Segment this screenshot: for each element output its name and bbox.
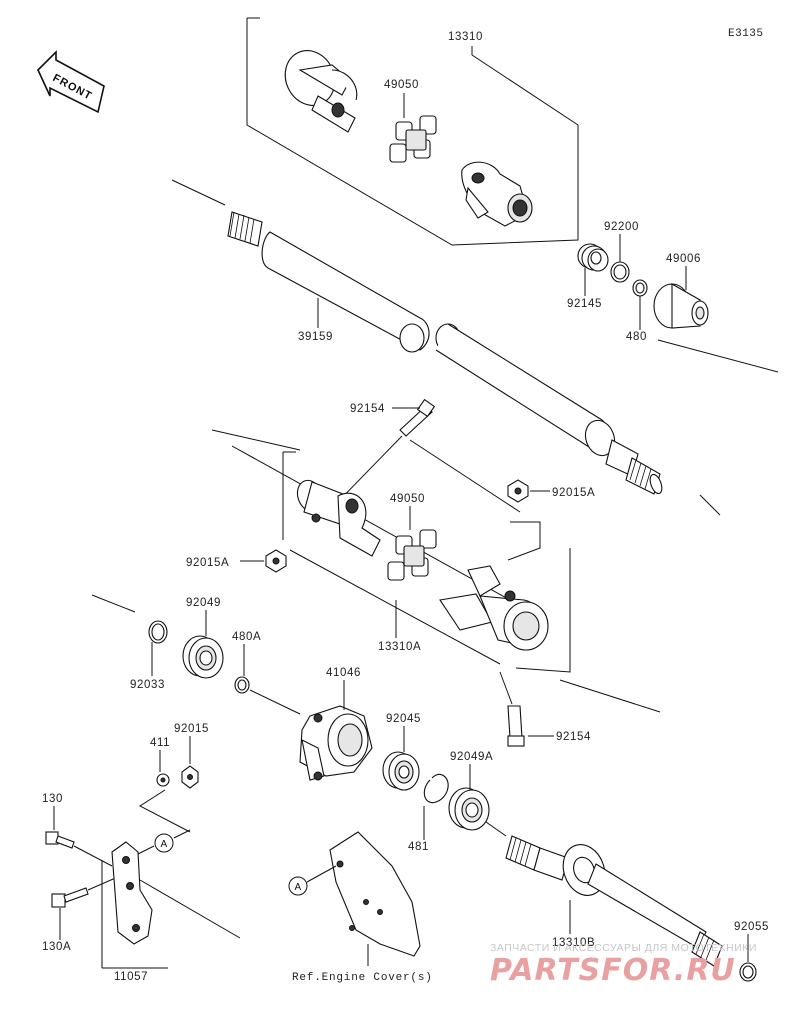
housing-41046-part (299, 705, 373, 781)
label-41046: 41046 (326, 667, 361, 679)
label-92145: 92145 (567, 298, 602, 310)
label-481: 481 (408, 841, 429, 853)
label-480A: 480A (232, 631, 261, 643)
front-arrow-icon: FRONT (37, 50, 105, 114)
bolt-130-part (45, 831, 75, 849)
svg-text:A: A (295, 882, 302, 893)
label-49050-mid: 49050 (390, 493, 425, 505)
label-92049A: 92049A (450, 751, 493, 763)
circlip-481-part (423, 773, 449, 804)
watermark-line2: PARTSFOR.RU (490, 953, 736, 988)
ref-engine-cover-note: Ref.Engine Cover(s) (292, 972, 433, 984)
bolt-130A-part (51, 887, 89, 908)
svg-text:A: A (161, 839, 168, 850)
label-92049: 92049 (186, 597, 221, 609)
label-13310A: 13310A (378, 641, 421, 653)
universal-joint-cross-top (389, 115, 437, 163)
universal-joint-cross-mid (387, 529, 437, 581)
propeller-shaft-39159 (227, 211, 663, 495)
engine-cover-fragment (329, 831, 421, 957)
label-92015: 92015 (174, 723, 209, 735)
label-92033: 92033 (130, 679, 165, 691)
label-92045: 92045 (386, 713, 421, 725)
label-92154-bottom: 92154 (556, 731, 591, 743)
nut-92015A-left-part (265, 549, 287, 573)
label-411: 411 (150, 737, 170, 749)
label-13310: 13310 (448, 31, 483, 43)
output-shaft-13310B-part (505, 835, 723, 967)
label-13310B: 13310B (552, 937, 595, 949)
label-11057: 11057 (114, 971, 148, 983)
diagram-code: E3135 (728, 28, 764, 40)
label-92015A-right: 92015A (552, 487, 595, 499)
group-frame-13310A (211, 429, 661, 713)
slip-yoke-top-part (461, 161, 533, 227)
spring-92145-part (577, 243, 609, 272)
callout-a-right (288, 876, 308, 896)
slip-yoke-middle-part (439, 565, 549, 651)
yoke-middle-part (296, 479, 381, 557)
label-130: 130 (42, 793, 63, 805)
label-49050-top: 49050 (384, 79, 419, 91)
nut-92015A-right-part (507, 479, 529, 503)
label-480: 480 (626, 331, 647, 343)
bolt-92154-top-part (399, 398, 436, 437)
yoke-flange-part (284, 50, 358, 133)
group-frame-13310 (246, 17, 579, 246)
circlip-92033-part (148, 620, 168, 644)
bearing-92045-part (382, 751, 420, 791)
label-92055: 92055 (734, 921, 769, 933)
label-92200: 92200 (604, 221, 639, 233)
label-39159: 39159 (298, 331, 333, 343)
seal-92049A-part (448, 787, 490, 831)
watermark-line1: ЗАПЧАСТИ И АКСЕССУАРЫ ДЛЯ МОТОТЕХНИКИ (490, 942, 757, 954)
label-92154-top: 92154 (350, 403, 385, 415)
label-130A: 130A (42, 941, 71, 953)
label-49006: 49006 (666, 253, 701, 265)
seal-92049-part (182, 635, 224, 679)
bolt-92154-bottom-part (507, 705, 525, 747)
label-92015A-left: 92015A (186, 557, 229, 569)
boot-49006-part (653, 283, 709, 329)
callout-a-left (154, 833, 174, 853)
bracket-11057-part (111, 841, 153, 945)
